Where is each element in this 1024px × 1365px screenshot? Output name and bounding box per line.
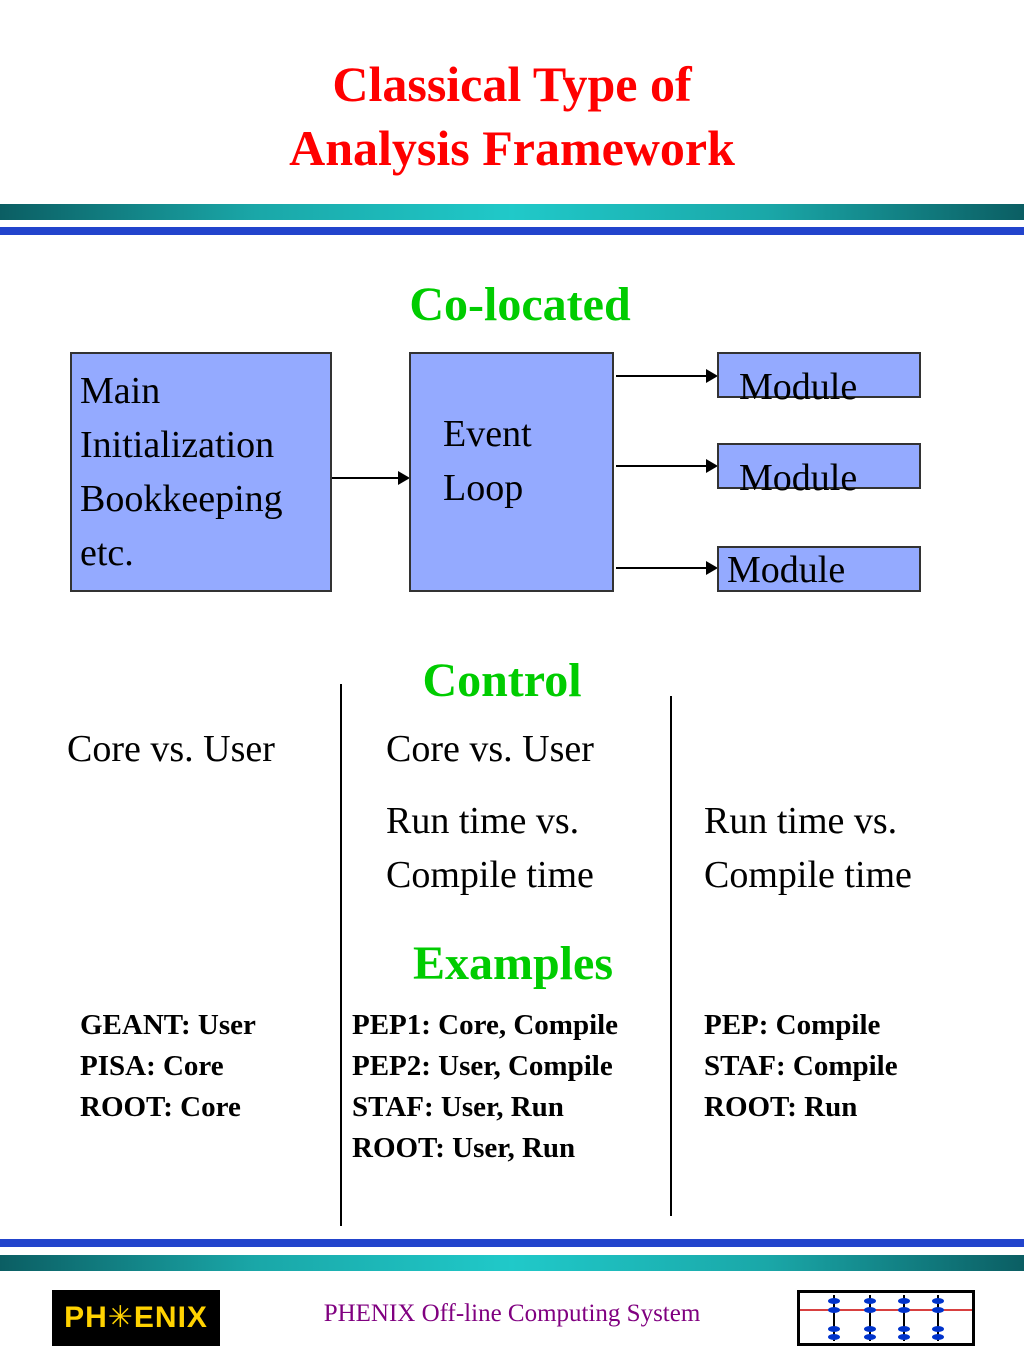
example-item: ROOT: Core bbox=[80, 1091, 241, 1123]
examples-col3: PEP: Compile STAF: Compile ROOT: Run bbox=[704, 1005, 898, 1128]
colocated-heading: Co-located bbox=[409, 278, 631, 331]
example-item: ROOT: Run bbox=[704, 1091, 858, 1123]
example-item: PISA: Core bbox=[80, 1050, 224, 1082]
main-box-line: Initialization bbox=[80, 424, 275, 466]
event-loop-line: Event bbox=[443, 413, 532, 455]
module-label: Module bbox=[727, 549, 846, 591]
arrow-loop-to-module-3 bbox=[616, 561, 718, 575]
main-box-line: Bookkeeping bbox=[80, 478, 283, 520]
example-item: ROOT: User, Run bbox=[352, 1132, 576, 1164]
column-divider-right bbox=[670, 696, 672, 1216]
column-divider-left bbox=[340, 684, 342, 1226]
module-box-2: Module bbox=[717, 443, 921, 499]
control-col3-line: Compile time bbox=[704, 854, 912, 896]
bottom-rule-blue bbox=[0, 1239, 1024, 1247]
phenix-logo-icon: PH✳ENIX bbox=[52, 1290, 220, 1346]
title-line-2: Analysis Framework bbox=[289, 120, 735, 176]
example-item: GEANT: User bbox=[80, 1009, 256, 1041]
arrow-loop-to-module-2 bbox=[616, 459, 718, 473]
top-rule-teal bbox=[0, 204, 1024, 220]
page-title: Classical Type of Analysis Framework bbox=[0, 52, 1024, 180]
examples-col2: PEP1: Core, Compile PEP2: User, Compile … bbox=[352, 1005, 618, 1169]
arrow-main-to-loop bbox=[332, 471, 410, 485]
example-item: PEP2: User, Compile bbox=[352, 1050, 613, 1082]
control-heading: Control bbox=[422, 654, 582, 707]
bottom-rule-teal bbox=[0, 1255, 1024, 1271]
main-box: Main Initialization Bookkeeping etc. bbox=[70, 352, 332, 592]
event-loop-box: Event Loop bbox=[409, 352, 614, 592]
event-loop-line: Loop bbox=[443, 467, 524, 509]
top-rule-blue bbox=[0, 227, 1024, 235]
phenix-logo-text: PH✳ENIX bbox=[64, 1301, 208, 1334]
detector-schematic-icon bbox=[797, 1290, 975, 1346]
footer-text: PHENIX Off-line Computing System bbox=[323, 1300, 701, 1327]
module-box-1: Module bbox=[717, 352, 921, 408]
example-item: STAF: Compile bbox=[704, 1050, 898, 1082]
example-item: STAF: User, Run bbox=[352, 1091, 564, 1123]
control-col3-line: Run time vs. bbox=[704, 800, 898, 842]
control-col1-line: Core vs. User bbox=[67, 728, 275, 770]
module-label: Module bbox=[739, 457, 858, 499]
control-col2-line: Run time vs. bbox=[386, 800, 580, 842]
example-item: PEP: Compile bbox=[704, 1009, 881, 1041]
example-item: PEP1: Core, Compile bbox=[352, 1009, 619, 1041]
examples-heading: Examples bbox=[412, 937, 613, 990]
module-box-3: Module bbox=[717, 546, 921, 592]
main-box-line: etc. bbox=[80, 532, 134, 574]
control-col2-line: Compile time bbox=[386, 854, 594, 896]
module-label: Module bbox=[739, 366, 858, 408]
main-box-line: Main bbox=[80, 370, 161, 412]
control-col2-line: Core vs. User bbox=[386, 728, 594, 770]
examples-col1: GEANT: User PISA: Core ROOT: Core bbox=[80, 1005, 256, 1128]
title-line-1: Classical Type of bbox=[332, 56, 692, 112]
arrow-loop-to-module-1 bbox=[616, 369, 718, 383]
